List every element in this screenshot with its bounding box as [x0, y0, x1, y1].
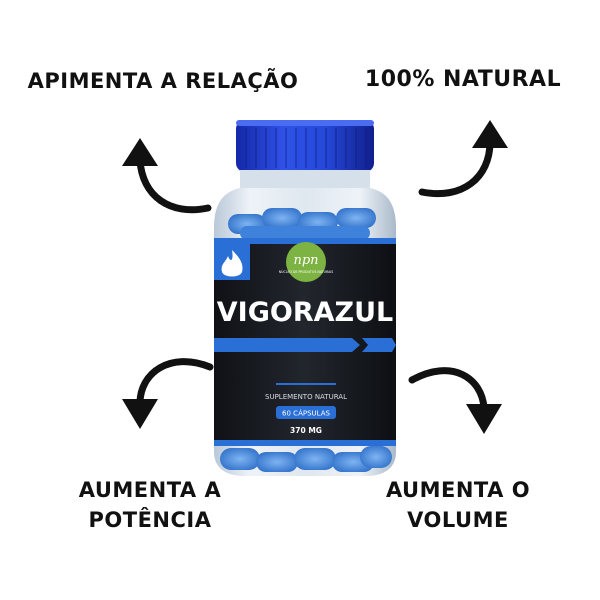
product-dose: 370 MG [290, 426, 322, 435]
product-type: SUPLEMENTO NATURAL [265, 393, 347, 401]
caption-line: VOLUME [407, 508, 509, 533]
curved-arrow-down-right-icon [408, 367, 502, 434]
capsules-top [228, 208, 376, 240]
capsules-bottom [220, 446, 392, 472]
curved-arrow-down-left-icon [122, 358, 214, 429]
caption-line: AUMENTA A [78, 478, 222, 502]
flame-icon [214, 244, 250, 280]
bottle-cap [236, 120, 374, 172]
caption-apimenta-a-relacao: APIMENTA A RELAÇÃO [27, 69, 299, 93]
product-count: 60 CÁPSULAS [282, 409, 330, 418]
product-brand: VIGORAZUL [217, 297, 393, 328]
curved-arrow-up-left-icon [122, 138, 212, 214]
npn-logo: npn NÚCLEO DE PRODUTOS NATURAIS [279, 242, 334, 282]
caption-aumenta-a-potencia: AUMENTA A POTÊNCIA [60, 475, 240, 536]
logo-subtext: NÚCLEO DE PRODUTOS NATURAIS [279, 269, 334, 274]
logo-text: npn [293, 253, 318, 268]
caption-100-natural: 100% NATURAL [364, 67, 562, 92]
caption-line: AUMENTA O [385, 478, 531, 502]
caption-line: POTÊNCIA [88, 508, 212, 533]
curved-arrow-up-right-icon [418, 120, 508, 197]
chevron-stripe [214, 338, 396, 352]
caption-aumenta-o-volume: AUMENTA O VOLUME [358, 475, 558, 536]
